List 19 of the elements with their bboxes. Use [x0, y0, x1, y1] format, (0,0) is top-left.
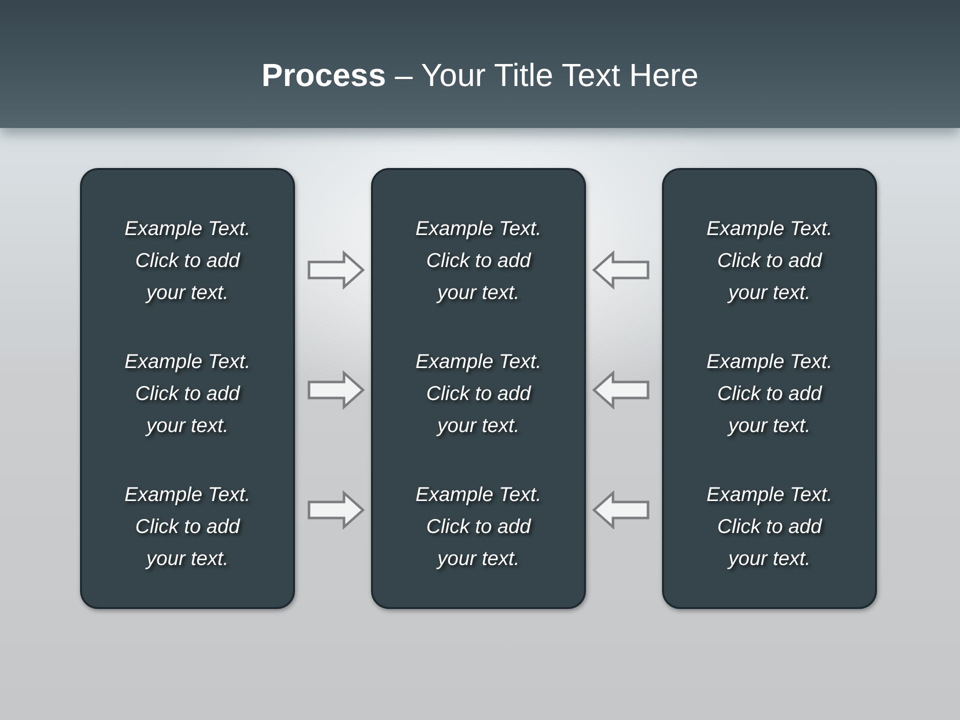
panel [371, 168, 586, 609]
panel [662, 168, 877, 609]
block-arrow [308, 490, 365, 530]
block-arrow [308, 250, 365, 290]
panel-text: Example Text. Click to add your text. [706, 217, 834, 306]
block-arrow [592, 250, 650, 290]
block-arrow [592, 370, 650, 410]
panel-text: Example Text. Click to add your text. [414, 350, 542, 439]
panel-text: Example Text. Click to add your text. [124, 217, 252, 306]
panel-text: Example Text. Click to add your text. [706, 483, 834, 572]
title: Process – Your Title Text Here [261, 56, 698, 94]
panel-text: Example Text. Click to add your text. [414, 217, 542, 306]
panel-text: Example Text. Click to add your text. [706, 350, 834, 439]
panel-text: Example Text. Click to add your text. [124, 350, 252, 439]
panel-text: Example Text. Click to add your text. [414, 483, 542, 572]
panel [80, 168, 295, 609]
panel-text: Example Text. Click to add your text. [124, 483, 252, 572]
block-arrow [308, 370, 365, 410]
block-arrow [592, 490, 650, 530]
